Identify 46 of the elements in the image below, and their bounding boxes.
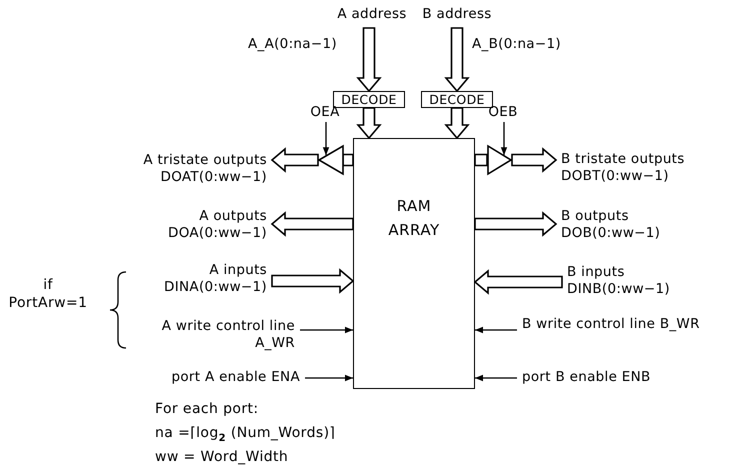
- bus-arrow: [271, 268, 354, 294]
- bus-arrow: [356, 27, 382, 92]
- signal-arrow: [500, 122, 508, 156]
- condition-note: if PortArw=1: [8, 276, 88, 312]
- bus-arrow: [474, 211, 558, 237]
- bus-name: DOAT(0:ww−1): [160, 169, 267, 186]
- signal-label: B address: [422, 6, 492, 23]
- bus-arrow: [444, 107, 470, 140]
- signal-label: B write control line B_WR: [522, 316, 701, 333]
- bus-arrow: [444, 27, 470, 92]
- signal-label: A tristate outputs: [143, 152, 267, 169]
- bus-arrow: [474, 269, 563, 295]
- bus-name: DINA(0:ww−1): [164, 279, 267, 296]
- signal-label: A address: [337, 6, 407, 23]
- decoder-box: DECODE: [421, 91, 493, 108]
- bus-name: DOA(0:ww−1): [168, 225, 267, 242]
- signal-label: port A enable ENA: [171, 369, 300, 386]
- bus-arrow: [511, 147, 558, 173]
- bus-arrow: [474, 154, 488, 166]
- bus-arrow: [270, 147, 319, 173]
- bus-arrow: [342, 154, 354, 166]
- bus-arrow: [356, 107, 382, 140]
- signal-label: A inputs: [209, 262, 267, 279]
- note-heading: For each port:: [155, 400, 259, 418]
- signal-label: A outputs: [199, 208, 267, 225]
- decoder-box: DECODE: [333, 91, 405, 108]
- memory-array-box: [353, 138, 475, 389]
- block-label: RAM ARRAY: [387, 196, 441, 241]
- formula-text: ww = Word_Width: [155, 448, 288, 466]
- bus-name: DINB(0:ww−1): [567, 281, 670, 298]
- signal-arrow: [300, 326, 353, 334]
- bus-arrow: [270, 211, 354, 237]
- bus-name: DOBT(0:ww−1): [561, 168, 669, 185]
- signal-label: port B enable ENB: [522, 369, 651, 386]
- signal-arrow: [322, 122, 330, 156]
- signal-label: B outputs: [561, 208, 629, 225]
- bus-name: DOB(0:ww−1): [561, 225, 660, 242]
- signal-label: B inputs: [567, 264, 625, 281]
- signal-arrow: [475, 326, 517, 334]
- signal-label: A write control line A_WR: [160, 318, 295, 352]
- edge-label: A_B(0:na−1): [472, 36, 561, 53]
- formula-text: na =⌈log$_{2}$ (Num_Words)⌉: [155, 424, 336, 446]
- signal-arrow: [475, 374, 517, 382]
- edge-label: A_A(0:na−1): [248, 36, 337, 53]
- signal-label: B tristate outputs: [561, 151, 685, 168]
- signal-arrow: [305, 374, 353, 382]
